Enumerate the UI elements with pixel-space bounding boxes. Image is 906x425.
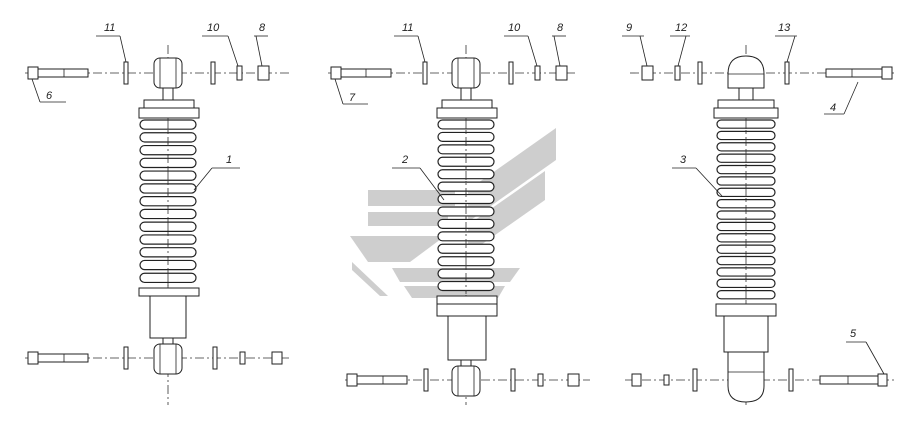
callout-13: 13 <box>778 22 791 34</box>
callout-8-b: 8 <box>557 22 564 34</box>
bolt-6 <box>37 68 89 78</box>
washer-10b <box>534 65 541 81</box>
coil-spring-1 <box>139 119 197 286</box>
washer-11b <box>422 61 428 85</box>
top-spring-seat-2 <box>441 99 493 109</box>
washer-13 <box>784 61 790 85</box>
damper-body-1 <box>149 295 187 339</box>
callout-12: 12 <box>675 22 687 34</box>
callout-1: 1 <box>226 154 232 166</box>
coil-spring-2 <box>437 119 495 294</box>
top-spring-seat-3 <box>717 99 775 109</box>
callout-11-b: 11 <box>402 22 413 34</box>
callout-3: 3 <box>680 154 687 166</box>
callout-10-b: 10 <box>508 22 521 34</box>
bottom-eye-3 <box>727 351 765 403</box>
bolt-4 <box>825 68 883 78</box>
washer-12 <box>674 65 681 81</box>
nut-8b <box>555 65 568 81</box>
bottom-eye-1 <box>153 343 183 375</box>
bolt-head-6 <box>27 66 39 80</box>
top-eye-3 <box>727 55 765 89</box>
bottom-eye-2 <box>451 365 481 397</box>
shock-absorber-assembly-3: 9 12 13 4 5 3 <box>622 22 895 405</box>
callout-2: 2 <box>401 154 408 166</box>
callout-10-a: 10 <box>207 22 220 34</box>
callout-9: 9 <box>626 22 632 34</box>
bottom-spring-seat-1 <box>138 287 200 297</box>
bolt-head-5 <box>877 373 888 387</box>
bolt-head-7 <box>330 66 342 80</box>
callout-11-a: 11 <box>104 22 115 34</box>
bolt-head-4 <box>881 66 893 80</box>
callout-6: 6 <box>46 90 53 102</box>
callout-8-a: 8 <box>259 22 266 34</box>
bottom-spring-seat-2 <box>436 295 498 305</box>
damper-body-2 <box>447 315 487 361</box>
bolt-5 <box>819 375 879 385</box>
top-spring-seat-1 <box>143 99 195 109</box>
shock-absorber-assembly-1: 11 10 8 6 1 <box>25 22 290 405</box>
washer-10-a-1 <box>210 61 216 85</box>
washer-11a <box>123 61 129 85</box>
washer-10a <box>236 65 243 81</box>
callout-4: 4 <box>830 102 836 114</box>
callout-5: 5 <box>850 328 857 340</box>
nut-9 <box>641 65 654 81</box>
bottom-spring-seat-3 <box>715 303 777 317</box>
nut-8a <box>257 65 270 81</box>
callout-7: 7 <box>349 92 356 104</box>
damper-body-3 <box>723 315 769 353</box>
top-eye-1 <box>153 57 183 89</box>
coil-spring-3 <box>716 119 776 302</box>
top-eye-2 <box>451 57 481 89</box>
shock-absorber-assembly-2: 11 10 8 7 2 <box>328 22 590 405</box>
